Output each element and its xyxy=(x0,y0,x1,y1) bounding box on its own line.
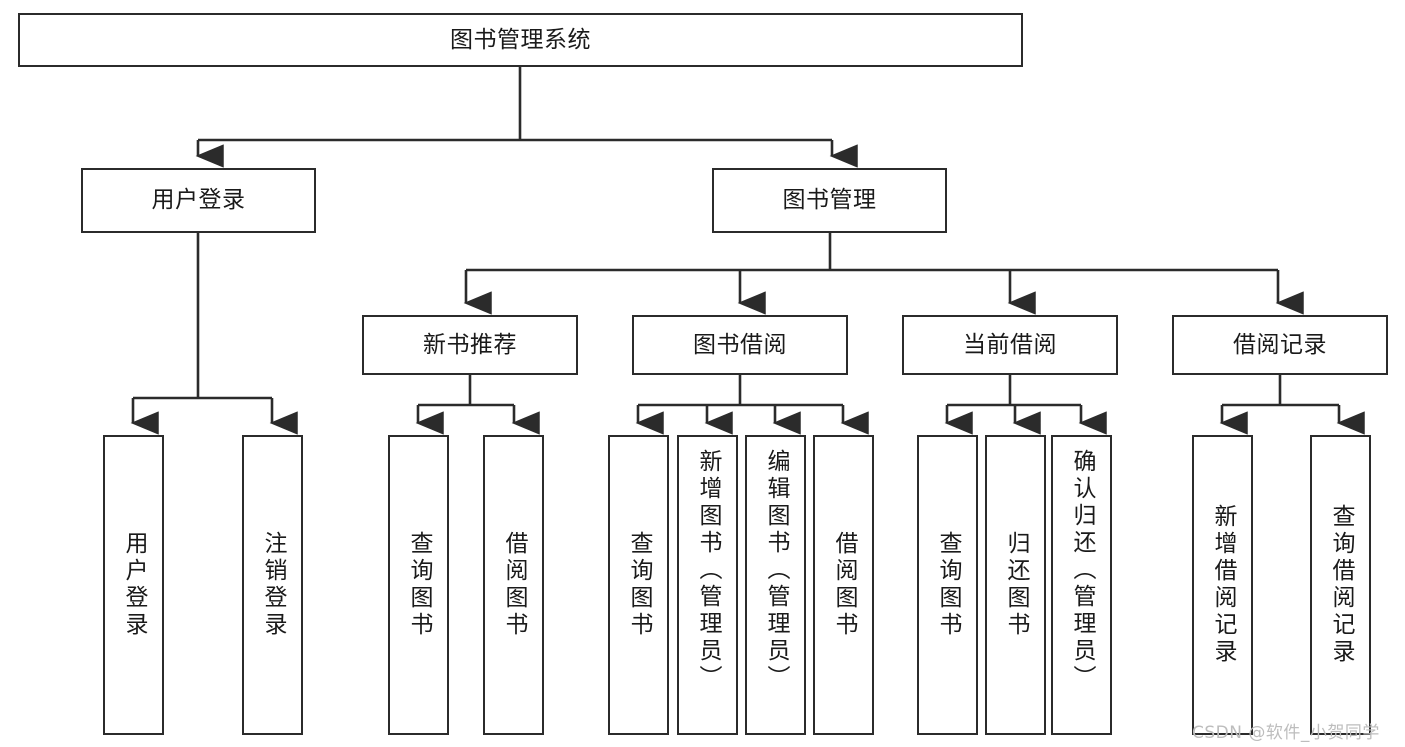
node-label: 用户登录 xyxy=(151,187,246,214)
leaf-borrow-book-recommend[interactable]: 借阅图书 xyxy=(483,435,544,735)
node-label: 注销登录 xyxy=(260,531,286,639)
node-borrow-record[interactable]: 借阅记录 xyxy=(1172,315,1388,375)
leaf-query-book-borrow[interactable]: 查询图书 xyxy=(608,435,669,735)
leaf-add-borrow-record[interactable]: 新增借阅记录 xyxy=(1192,435,1253,735)
node-label: 查询图书 xyxy=(626,531,652,639)
leaf-user-login[interactable]: 用户登录 xyxy=(103,435,164,735)
node-label: 借阅图书 xyxy=(831,531,857,639)
node-label: 新增图书（管理员） xyxy=(695,449,721,692)
leaf-logout[interactable]: 注销登录 xyxy=(242,435,303,735)
leaf-query-book-current[interactable]: 查询图书 xyxy=(917,435,978,735)
node-label: 图书管理 xyxy=(782,187,877,214)
node-label: 编辑图书（管理员） xyxy=(763,449,789,692)
node-label: 查询借阅记录 xyxy=(1328,504,1354,666)
node-label: 新增借阅记录 xyxy=(1210,504,1236,666)
leaf-confirm-return-admin[interactable]: 确认归还（管理员） xyxy=(1051,435,1112,735)
node-root-system[interactable]: 图书管理系统 xyxy=(18,13,1023,67)
node-current-borrow[interactable]: 当前借阅 xyxy=(902,315,1118,375)
leaf-add-book-admin[interactable]: 新增图书（管理员） xyxy=(677,435,738,735)
node-label: 图书借阅 xyxy=(693,331,787,358)
leaf-borrow-book[interactable]: 借阅图书 xyxy=(813,435,874,735)
node-label: 确认归还（管理员） xyxy=(1069,449,1095,692)
leaf-edit-book-admin[interactable]: 编辑图书（管理员） xyxy=(745,435,806,735)
watermark: CSDN @软件_小贺同学 xyxy=(1192,723,1380,743)
node-user-login[interactable]: 用户登录 xyxy=(81,168,316,233)
node-book-management[interactable]: 图书管理 xyxy=(712,168,947,233)
leaf-query-borrow-record[interactable]: 查询借阅记录 xyxy=(1310,435,1371,735)
leaf-query-book-recommend[interactable]: 查询图书 xyxy=(388,435,449,735)
node-label: 借阅记录 xyxy=(1233,331,1327,358)
node-label: 归还图书 xyxy=(1003,531,1029,639)
node-label: 借阅图书 xyxy=(501,531,527,639)
node-label: 当前借阅 xyxy=(963,331,1057,358)
node-label: 图书管理系统 xyxy=(450,26,591,53)
node-label: 用户登录 xyxy=(121,531,147,639)
node-book-borrow[interactable]: 图书借阅 xyxy=(632,315,848,375)
node-label: 新书推荐 xyxy=(423,331,517,358)
node-label: 查询图书 xyxy=(406,531,432,639)
node-new-book-recommend[interactable]: 新书推荐 xyxy=(362,315,578,375)
leaf-return-book[interactable]: 归还图书 xyxy=(985,435,1046,735)
node-label: 查询图书 xyxy=(935,531,961,639)
